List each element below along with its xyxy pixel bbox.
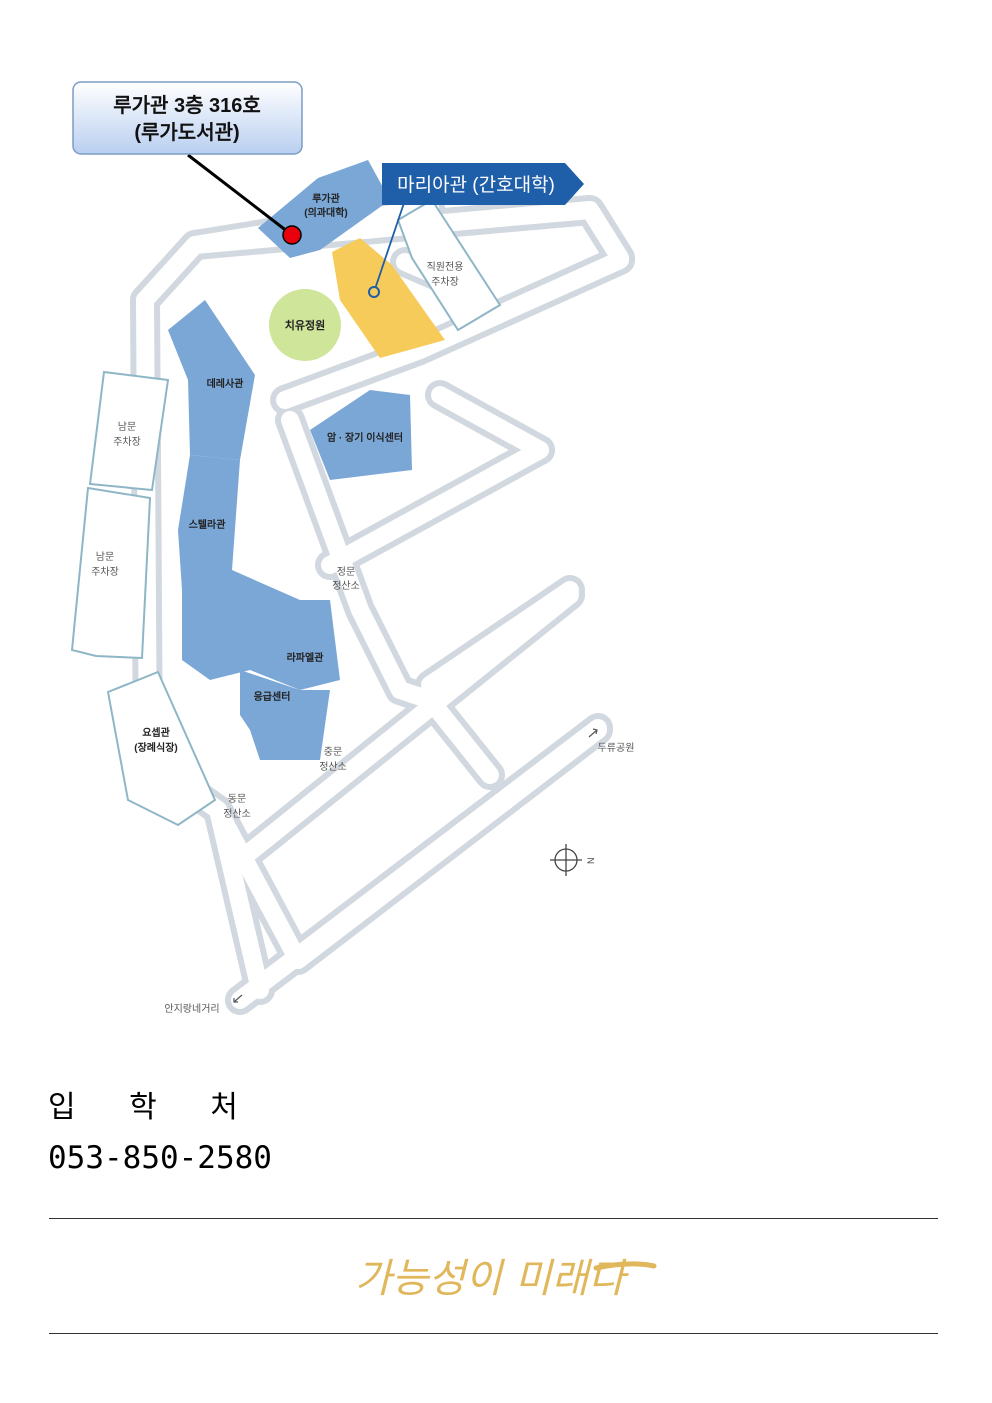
- healing-garden-label: 치유정원: [285, 318, 325, 332]
- anjirang-label: 안지랑네거리: [164, 1003, 219, 1015]
- cancer-center: [310, 390, 412, 480]
- maria-leader-line: [373, 199, 406, 293]
- duryu-park-label: 두류공원: [598, 742, 635, 754]
- arrow-down-left-icon: [233, 994, 243, 1003]
- divider-top: [49, 1218, 938, 1219]
- joseph-hall-label: 요셉관: [142, 726, 170, 739]
- joseph-hall-sublabel: (장례식장): [134, 741, 177, 754]
- arrow-up-right-icon: [588, 729, 598, 738]
- admissions-phone-number: 053-850-2580: [48, 1140, 272, 1176]
- staff-parking-label-2: 주차장: [431, 276, 459, 288]
- main-gate-label-2: 정산소: [332, 580, 360, 592]
- cancer-center-label: 암 · 장기 이식센터: [327, 431, 403, 444]
- direction-arrows: [233, 728, 598, 1003]
- south-parking-lot-2: [70, 486, 152, 660]
- callout-room: 루가관 3층 316호: [113, 94, 261, 117]
- raphael-hall: [182, 570, 340, 690]
- middle-gate-label-2: 정산소: [319, 761, 347, 773]
- staff-parking-label-1: 직원전용: [427, 261, 464, 273]
- south-parking-label-1a: 남문: [118, 421, 136, 433]
- teresa-hall: [168, 300, 255, 460]
- stella-hall: [178, 455, 240, 600]
- slogan-brush-stroke: [593, 1261, 657, 1271]
- maria-callout-banner: [382, 163, 584, 205]
- raphael-hall-label: 라파엘관: [287, 651, 325, 664]
- location-callout: 루가관 3층 316호 (루가도서관): [72, 81, 303, 245]
- maria-callout-text: 마리아관 (간호대학): [397, 174, 555, 196]
- compass-north-letter: N: [586, 858, 596, 865]
- parking-lots: [70, 198, 502, 827]
- middle-gate-label-1: 중문: [324, 746, 342, 758]
- maria-marker-icon: [368, 286, 380, 298]
- maria-hall: [332, 238, 445, 358]
- main-gate-label-1: 정문: [337, 566, 355, 578]
- east-gate-label-1: 동문: [228, 793, 246, 805]
- campus-map: 루가관 (의과대학) 치유정원 직원전용 주차장 데레사관 암 · 장기 이식센…: [70, 81, 635, 1015]
- south-parking-lot-1: [88, 370, 170, 492]
- location-marker-icon: [282, 225, 302, 245]
- east-gate-label-2: 정산소: [223, 808, 251, 820]
- luga-hall-sublabel: (의과대학): [304, 206, 347, 219]
- healing-garden: [269, 289, 341, 361]
- teresa-hall-label: 데레사관: [207, 377, 245, 390]
- maria-hall-callout: 마리아관 (간호대학): [368, 163, 584, 298]
- callout-box: [72, 81, 303, 155]
- stella-hall-label: 스텔라관: [189, 518, 227, 531]
- south-parking-label-2b: 주차장: [91, 566, 119, 578]
- callout-leader-line: [187, 153, 293, 237]
- south-parking-label-1b: 주차장: [113, 436, 141, 448]
- buildings: [168, 160, 412, 760]
- slogan-text: 가능성이 미래다: [355, 1256, 630, 1302]
- compass-icon: N: [550, 844, 596, 876]
- emergency-center: [240, 670, 330, 760]
- south-parking-label-2a: 남문: [96, 551, 114, 563]
- emergency-center-label: 응급센터: [254, 690, 291, 703]
- admissions-office-label: 입 학 처: [48, 1090, 260, 1125]
- luga-hall-label: 루가관: [312, 192, 340, 205]
- callout-library: (루가도서관): [134, 121, 239, 144]
- joseph-hall-outline: [106, 670, 217, 827]
- divider-bottom: [49, 1333, 938, 1334]
